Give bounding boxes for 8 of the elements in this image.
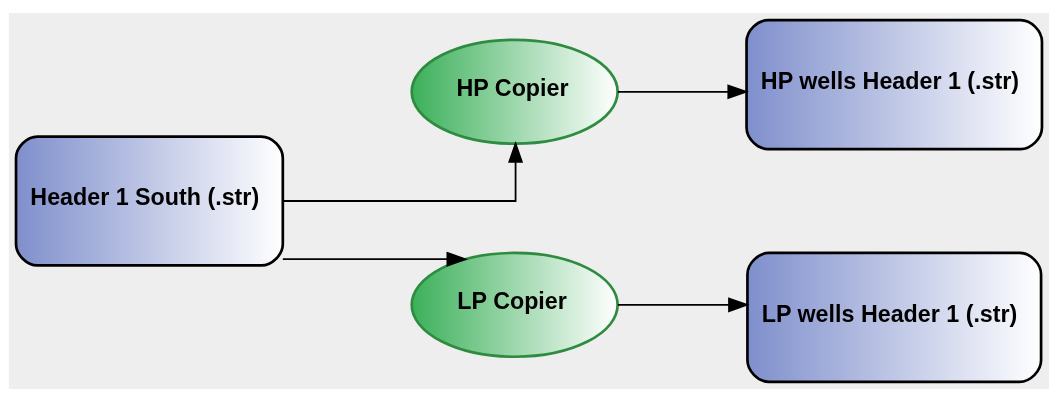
arrow <box>617 296 750 312</box>
node-box: Header 1 South (.str) <box>14 134 285 267</box>
node-box: LP wells Header 1 (.str) <box>746 251 1043 383</box>
arrow <box>281 251 468 267</box>
arrow <box>282 140 524 202</box>
node-box: HP wells Header 1 (.str) <box>745 18 1044 150</box>
arrow <box>617 83 749 99</box>
node-ellipse: HP Copier <box>410 38 619 145</box>
